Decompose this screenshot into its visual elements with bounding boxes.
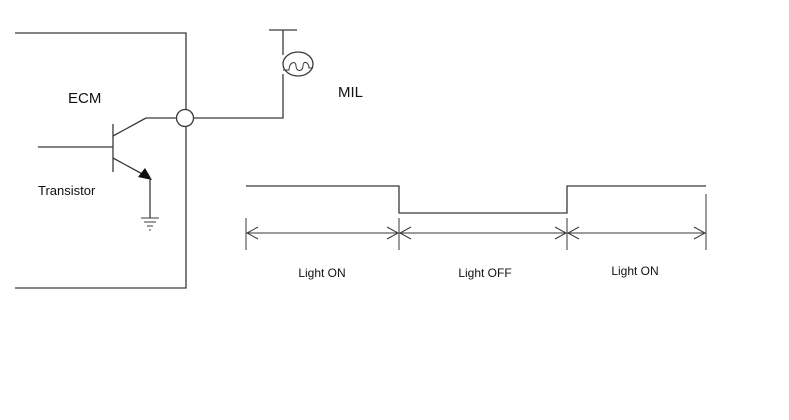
state-label-light-on-1: Light ON (298, 266, 345, 280)
ecm-connector-terminal (175, 108, 195, 128)
state-label-light-off: Light OFF (458, 266, 511, 280)
transistor-symbol (38, 117, 176, 218)
ecm-enclosure (15, 32, 187, 289)
mil-drive-wire (194, 74, 284, 119)
ecm-label: ECM (68, 90, 101, 107)
dimension-arrow-off (398, 226, 568, 240)
state-label-light-on-2: Light ON (611, 264, 658, 278)
timing-waveform (246, 185, 706, 214)
timing-boundaries (245, 194, 707, 250)
dimension-arrow-on-2 (566, 226, 707, 240)
battery-supply-icon (269, 29, 297, 55)
mil-label: MIL (338, 84, 363, 101)
transistor-label: Transistor (38, 183, 96, 198)
dimension-arrow-on-1 (245, 226, 400, 240)
ground-icon (141, 217, 159, 231)
emitter-arrow-icon (138, 168, 152, 180)
mil-lamp-icon (282, 51, 314, 77)
